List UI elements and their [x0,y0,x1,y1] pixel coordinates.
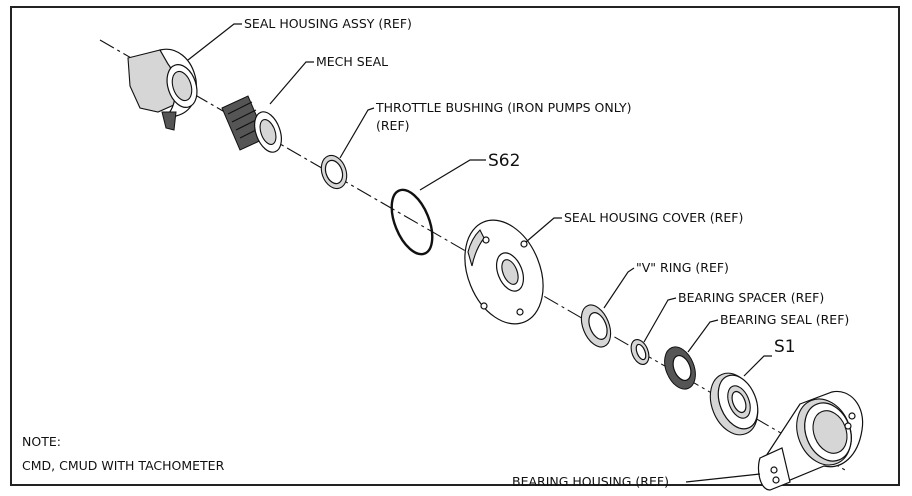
label-s62: S62 [488,151,520,171]
s62-o-ring [390,188,434,256]
bearing-s1 [709,372,759,436]
label-bearing-spacer: BEARING SPACER (REF) [678,290,824,305]
throttle-bushing [320,154,348,190]
label-seal-housing-assy: SEAL HOUSING ASSY (REF) [244,16,412,31]
seal-housing-assy [127,48,198,131]
v-ring [580,304,612,348]
label-throttle-bushing: THROTTLE BUSHING (IRON PUMPS ONLY) [375,100,632,115]
label-bearing-seal: BEARING SEAL (REF) [720,312,849,327]
label-throttle-bushing-ref: (REF) [376,118,410,133]
bearing-seal [664,346,696,390]
seal-housing-cover [464,219,544,325]
bearing-housing [757,390,864,491]
label-v-ring: "V" RING (REF) [636,260,729,275]
note-title: NOTE: [22,434,61,449]
label-mech-seal: MECH SEAL [316,54,388,69]
label-seal-housing-cover: SEAL HOUSING COVER (REF) [564,210,743,225]
drawing-frame [10,6,900,486]
label-bearing-housing: BEARING HOUSING (REF) [512,474,669,489]
bearing-spacer [630,339,650,365]
label-s1: S1 [774,337,796,357]
note-text: CMD, CMUD WITH TACHOMETER [22,458,225,473]
leader-lines [187,23,772,483]
mech-seal [221,95,282,153]
